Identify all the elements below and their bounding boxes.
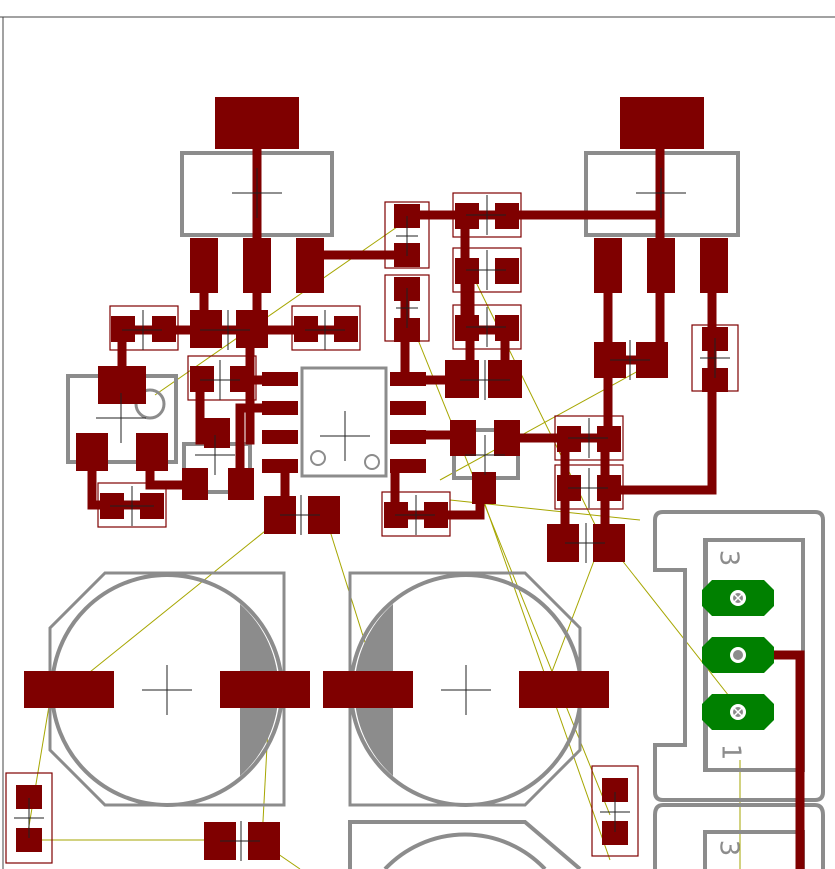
connector-lower: 3 [714,840,744,857]
connector-pin-high-label: 3 [714,840,744,857]
via-icon [730,647,746,663]
component-outlines [5,192,739,864]
via-icon [730,590,746,606]
connector-upper: 3 1 [702,550,774,761]
connector-pin-high-label: 3 [714,550,744,567]
ratsnest-lines [24,217,741,869]
board-outline [0,16,835,869]
connector-pin-low-label: 1 [716,744,746,761]
origin-crosses [14,168,730,861]
via-icon [730,704,746,720]
